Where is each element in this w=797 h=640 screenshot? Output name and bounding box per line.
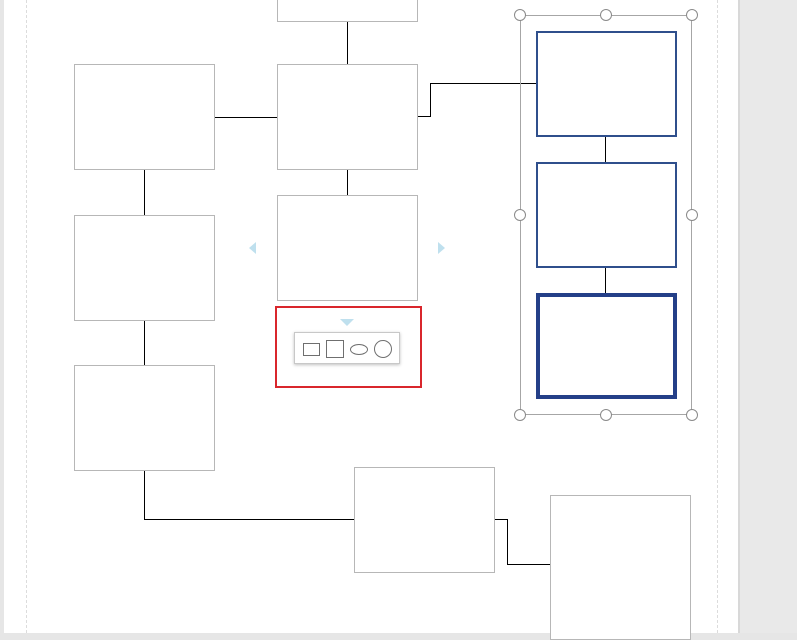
connector-line[interactable] — [507, 564, 550, 565]
connector-line[interactable] — [347, 169, 348, 195]
resize-handle-right[interactable] — [686, 209, 698, 221]
circle-shape-icon[interactable] — [374, 340, 392, 358]
connector-line[interactable] — [144, 320, 145, 365]
right-margin-guide — [717, 0, 718, 633]
center-box-bottom[interactable] — [277, 195, 418, 301]
selected-box-top[interactable] — [536, 31, 677, 137]
resize-handle-top-left[interactable] — [514, 9, 526, 21]
connector-line[interactable] — [347, 22, 348, 64]
center-box-middle[interactable] — [277, 64, 418, 170]
selected-box-middle[interactable] — [536, 162, 677, 268]
connector-line[interactable] — [430, 83, 537, 84]
connector-line[interactable] — [417, 116, 430, 117]
ellipse-shape-icon[interactable] — [350, 344, 368, 355]
highlight-box — [275, 306, 422, 388]
square-shape-icon[interactable] — [326, 340, 344, 358]
lower-box-center[interactable] — [354, 467, 495, 573]
connector-line[interactable] — [144, 519, 354, 520]
resize-handle-bottom-left[interactable] — [514, 409, 526, 421]
autoconnect-right-arrow-icon[interactable] — [438, 242, 445, 254]
center-box-top[interactable] — [277, 0, 418, 22]
connector-line[interactable] — [605, 267, 606, 294]
lower-box-right[interactable] — [550, 495, 691, 640]
canvas-left-gutter — [0, 0, 4, 633]
connector-line[interactable] — [430, 83, 431, 117]
resize-handle-bottom[interactable] — [600, 409, 612, 421]
resize-handle-top[interactable] — [600, 9, 612, 21]
left-box-2[interactable] — [74, 215, 215, 321]
selected-box-bottom[interactable] — [536, 293, 677, 399]
page-edge — [738, 0, 740, 633]
connector-line[interactable] — [507, 519, 508, 564]
autoconnect-down-arrow-icon[interactable] — [340, 319, 354, 326]
connector-line[interactable] — [144, 169, 145, 215]
connector-line[interactable] — [605, 136, 606, 163]
autoconnect-left-arrow-icon[interactable] — [249, 242, 256, 254]
connector-line[interactable] — [215, 117, 277, 118]
resize-handle-left[interactable] — [514, 209, 526, 221]
left-box-3[interactable] — [74, 365, 215, 471]
rectangle-shape-icon[interactable] — [303, 343, 320, 356]
connector-line[interactable] — [494, 519, 507, 520]
connector-line[interactable] — [144, 470, 145, 519]
left-margin-guide — [26, 0, 27, 633]
left-box-1[interactable] — [74, 64, 215, 170]
resize-handle-top-right[interactable] — [686, 9, 698, 21]
resize-handle-bottom-right[interactable] — [686, 409, 698, 421]
quick-shape-palette[interactable] — [294, 332, 400, 364]
canvas-right-gutter — [740, 0, 797, 633]
